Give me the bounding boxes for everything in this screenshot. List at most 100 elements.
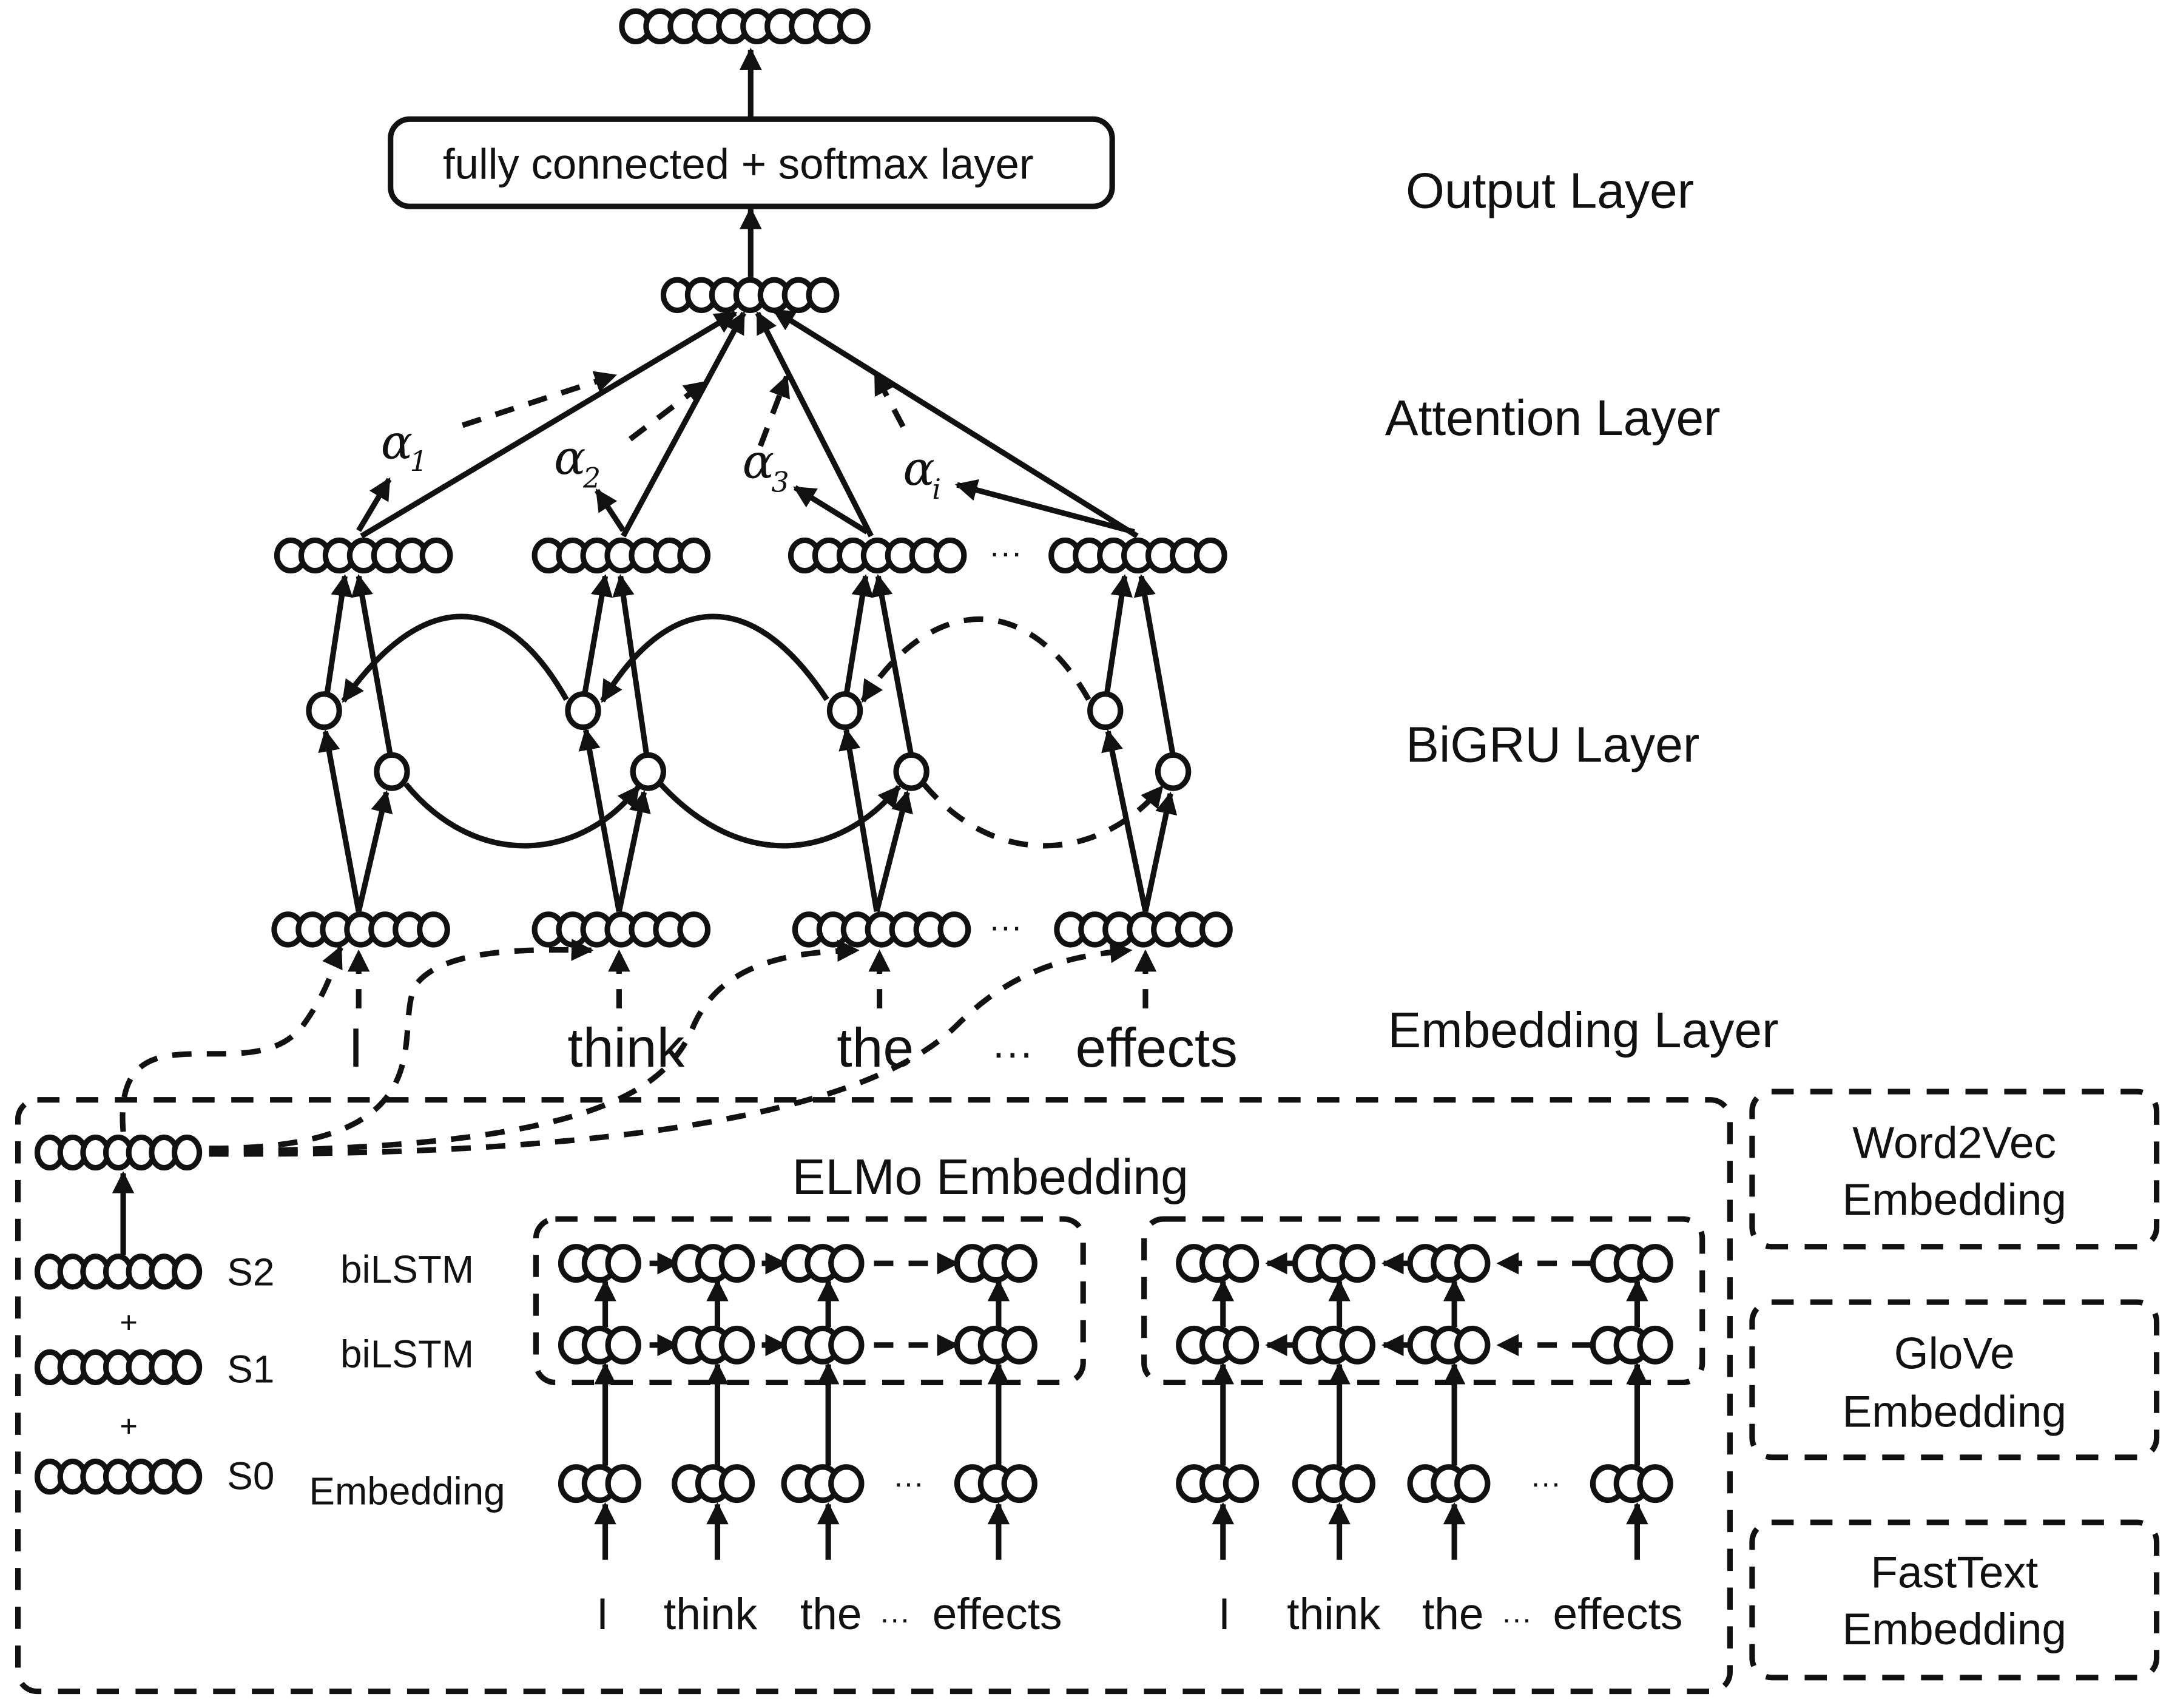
vector-cell bbox=[1193, 537, 1227, 574]
input-word-the: the bbox=[837, 1017, 914, 1079]
backward-emb-ellipsis: ··· bbox=[1531, 1466, 1561, 1500]
elmo-arrows bbox=[594, 1252, 1648, 1560]
vector-cell bbox=[1199, 911, 1233, 948]
backward-word-ellipsis: ··· bbox=[1502, 1602, 1532, 1636]
vector-cell bbox=[828, 1464, 865, 1504]
svg-text:α: α bbox=[903, 442, 934, 496]
forward-word-ellipsis: ··· bbox=[880, 1602, 910, 1636]
elmo-to-embedding-curves bbox=[120, 939, 1133, 1157]
backward-cell-r0-3 bbox=[1590, 1244, 1673, 1283]
vector-cell bbox=[933, 537, 967, 574]
forward-cell-r2-0 bbox=[558, 1464, 641, 1504]
forward-cell-r1-3 bbox=[954, 1325, 1037, 1365]
backward-cell-r0-2 bbox=[1407, 1244, 1491, 1283]
vector-cell bbox=[1637, 1244, 1673, 1283]
input-word-i: I bbox=[348, 1017, 363, 1079]
vector-cell bbox=[1454, 1325, 1491, 1365]
forward-cell-r1-2 bbox=[781, 1325, 865, 1365]
gru-backward-node-3 bbox=[826, 691, 863, 731]
fasttext-line1: FastText bbox=[1870, 1548, 2038, 1597]
forward-cell-r2-2 bbox=[781, 1464, 865, 1504]
svg-text:α: α bbox=[743, 435, 774, 490]
vector-cell bbox=[171, 1134, 203, 1171]
stack-plus-2: + bbox=[120, 1409, 138, 1443]
forward-lstm-box bbox=[533, 1216, 1086, 1386]
vector-cell bbox=[1454, 1464, 1491, 1504]
vector-cell bbox=[1637, 1464, 1673, 1504]
word2vec-line2: Embedding bbox=[1842, 1175, 2066, 1224]
hidden-vectors bbox=[274, 537, 1227, 574]
fasttext-line2: Embedding bbox=[1842, 1605, 2066, 1654]
gru-backward-node-4 bbox=[1087, 691, 1124, 731]
gru-forward-node-4 bbox=[1155, 752, 1192, 791]
svg-text:3: 3 bbox=[772, 466, 789, 498]
row-label-bilstm-1: biLSTM bbox=[340, 1332, 474, 1376]
alpha-2-label: α 2 bbox=[554, 431, 601, 495]
backward-word-think: think bbox=[1287, 1590, 1381, 1639]
vector-cell bbox=[1454, 1244, 1491, 1283]
vector-cell bbox=[171, 1459, 203, 1495]
hidden-vector-4 bbox=[1048, 537, 1227, 574]
vector-cell bbox=[419, 537, 453, 574]
elmo-stack-vectors bbox=[34, 1134, 203, 1495]
stack-label-s1: S1 bbox=[227, 1347, 274, 1391]
gru-backward-node-2 bbox=[565, 691, 601, 731]
forward-emb-ellipsis: ··· bbox=[893, 1466, 923, 1500]
attention-arrows bbox=[356, 308, 1139, 539]
vector-cell bbox=[718, 1325, 755, 1365]
vector-cell bbox=[417, 911, 450, 948]
backward-cell-r2-2 bbox=[1407, 1464, 1491, 1504]
embedding-vector-4 bbox=[1054, 911, 1233, 948]
backward-cell-r0-0 bbox=[1176, 1244, 1260, 1283]
vector-cell bbox=[1339, 1244, 1375, 1283]
embedding-vector-3 bbox=[792, 911, 971, 948]
forward-cell-r0-1 bbox=[672, 1244, 755, 1283]
vector-cell bbox=[828, 1325, 865, 1365]
vector-cell bbox=[677, 537, 711, 574]
backward-word-i: I bbox=[1218, 1590, 1230, 1639]
vector-cell bbox=[828, 1244, 865, 1283]
glove-line2: Embedding bbox=[1842, 1388, 2066, 1437]
svg-text:i: i bbox=[932, 473, 941, 505]
hidden-vector-2 bbox=[531, 537, 711, 574]
embedding-vectors bbox=[271, 911, 1233, 948]
backward-cell-r1-0 bbox=[1176, 1325, 1260, 1365]
forward-cell-r0-2 bbox=[781, 1244, 865, 1283]
hidden-vector-3 bbox=[788, 537, 967, 574]
forward-cell-r2-3 bbox=[954, 1464, 1037, 1504]
vector-cell bbox=[1339, 1325, 1375, 1365]
elmo-lstm-cells bbox=[558, 1244, 1673, 1504]
stack-vector-s1 bbox=[34, 1349, 203, 1386]
vector-cell bbox=[837, 8, 871, 45]
vector-cell bbox=[1223, 1464, 1260, 1504]
context-vector bbox=[660, 277, 840, 313]
svg-text:α: α bbox=[554, 431, 585, 485]
hidden-ellipsis: ··· bbox=[989, 533, 1022, 571]
vector-cell bbox=[1339, 1464, 1375, 1504]
vector-cell bbox=[806, 277, 840, 313]
word-to-embedding-arrows bbox=[347, 949, 1157, 1009]
bigru-connections bbox=[318, 574, 1178, 913]
alpha-3-label: α 3 bbox=[743, 435, 789, 499]
vector-cell bbox=[171, 1254, 203, 1290]
gru-forward-node-2 bbox=[630, 752, 667, 791]
svg-text:α: α bbox=[381, 416, 413, 470]
stack-vector-s2 bbox=[34, 1254, 203, 1290]
forward-word-effects: effects bbox=[933, 1590, 1062, 1639]
fasttext-box bbox=[1749, 1519, 2160, 1681]
backward-cell-r2-3 bbox=[1590, 1464, 1673, 1504]
vector-cell bbox=[677, 911, 711, 948]
alpha-i-label: α i bbox=[903, 442, 941, 505]
backward-cell-r1-3 bbox=[1590, 1325, 1673, 1365]
input-word-ellipsis: ··· bbox=[992, 1029, 1033, 1076]
embedding-vector-1 bbox=[271, 911, 450, 948]
vector-cell bbox=[605, 1244, 641, 1283]
forward-word-think: think bbox=[664, 1590, 758, 1639]
svg-text:2: 2 bbox=[582, 462, 601, 495]
vector-cell bbox=[1001, 1325, 1037, 1365]
forward-cell-r1-0 bbox=[558, 1325, 641, 1365]
elmo-outer-box bbox=[15, 1097, 1733, 1695]
alpha-1-label: α 1 bbox=[381, 416, 428, 478]
backward-word-effects: effects bbox=[1553, 1590, 1683, 1639]
